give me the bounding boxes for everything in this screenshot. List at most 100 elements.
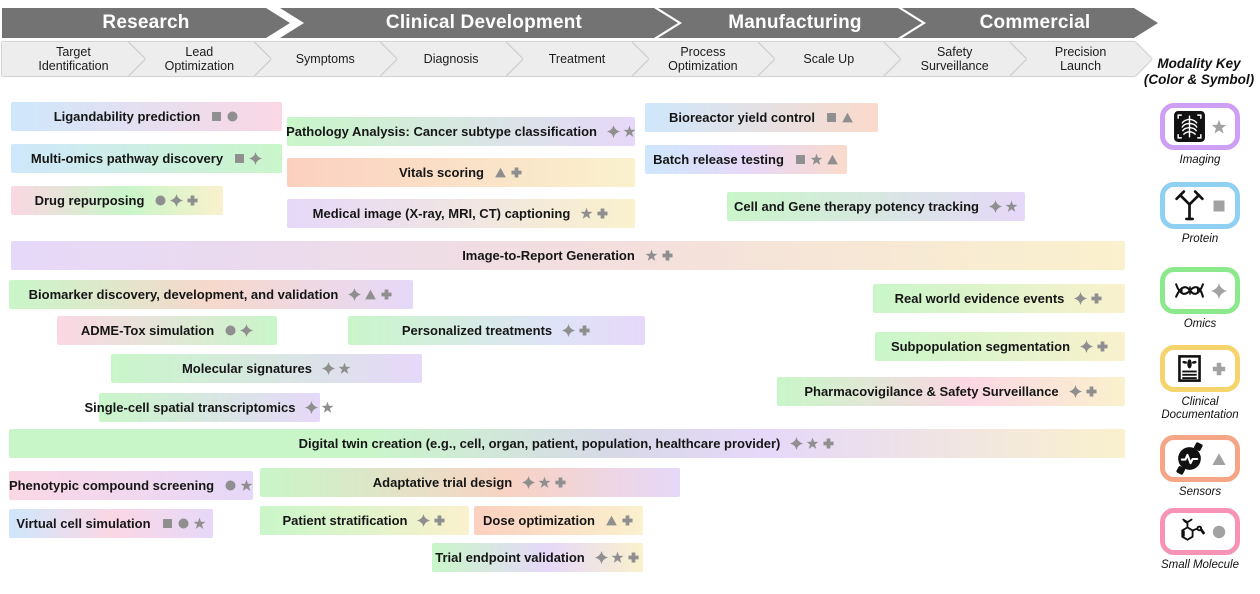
diamond-symbol-icon [249,152,263,165]
task-bar-label: Single-cell spatial transcriptomics [84,400,296,415]
task-bar-symbols [154,194,199,207]
stage-chevron-label: Treatment [548,52,606,66]
modality-key-title-line2: (Color & Symbol) [1143,72,1255,88]
stage-chevron-label: Surveillance [920,59,989,73]
stage-chevron-label: Identification [38,59,109,73]
modality-key-title: Modality Key (Color & Symbol) [1138,56,1260,88]
key-label-clinical-documentation: Clinical Documentation [1161,396,1239,422]
task-bar-symbols [322,362,351,375]
star-symbol-icon [645,249,658,261]
task-bar-label: Medical image (X-ray, MRI, CT) captionin… [312,206,571,221]
task-bar-subpopulation-segmentation: Subpopulation segmentation [875,332,1125,361]
diamond-symbol-icon [417,514,431,527]
triangle-symbol-icon [842,112,853,123]
task-bar-symbols [1068,385,1098,398]
diamond-symbol-icon [522,476,536,489]
task-bar-label: Pharmacovigilance & Safety Surveillance [804,384,1059,399]
task-bar-biomarker-discovery-development-and-vali: Biomarker discovery, development, and va… [9,280,413,309]
diamond-symbol-icon [322,362,336,375]
task-bar-single-cell-spatial-transcriptomics: Single-cell spatial transcriptomics [85,393,334,422]
key-box-imaging [1160,103,1240,150]
task-bar-label: Phenotypic compound screening [8,478,215,493]
stage-chevron-scale-up: Scale Up [757,42,900,76]
task-bar-symbols [606,125,636,138]
stage-chevron-label: Scale Up [803,52,855,66]
modality-key-title-line1: Modality Key [1157,56,1241,71]
diamond-symbol-icon [305,401,319,414]
diamond-symbol-icon [1074,292,1088,305]
task-bar-digital-twin-creation-e-g-cell-organ-pat: Digital twin creation (e.g., cell, organ… [9,429,1125,458]
diamond-symbol-icon [1068,385,1082,398]
stage-chevron-label: Lead [185,45,214,59]
plus-symbol-icon [628,552,639,563]
plus-symbol-icon [555,477,566,488]
task-bar-label: Image-to-Report Generation [462,248,635,263]
task-bar-symbols [790,437,835,450]
key-box-omics [1160,267,1240,314]
task-bar-symbols [161,517,206,530]
square-symbol-icon [795,155,805,164]
task-bar-symbols [1074,292,1103,305]
task-bar-symbols [988,200,1018,213]
key-label-sensors: Sensors [1178,486,1222,498]
task-bar-label: Personalized treatments [401,323,553,338]
task-bar-symbols [224,324,254,337]
task-bar-label: Drug repurposing [34,193,145,208]
key-box-small-molecule [1160,508,1240,555]
key-label-imaging: Imaging [1179,154,1221,166]
antibody-icon [1175,190,1204,221]
task-bar-label: Virtual cell simulation [16,516,151,531]
triangle-symbol-icon [365,289,377,300]
stage-chevron-label: Precision [1054,45,1107,59]
triangle-symbol-icon [1212,452,1226,465]
task-bar-label: Biomarker discovery, development, and va… [28,287,339,302]
plus-symbol-icon [662,250,673,261]
star-symbol-icon [1211,119,1227,134]
task-bar-adaptative-trial-design: Adaptative trial design [260,468,680,497]
star-symbol-icon [623,125,636,137]
plus-symbol-icon [434,515,446,526]
stage-chevron-label: Optimization [164,59,235,73]
star-symbol-icon [240,479,253,491]
task-bar-symbols [605,514,634,527]
diamond-symbol-icon [240,324,254,337]
plus-symbol-icon [597,208,608,219]
task-bar-symbols [1080,340,1109,353]
star-symbol-icon [806,437,819,449]
key-box-sensors [1160,435,1240,482]
task-bar-symbols [794,153,839,166]
task-bar-personalized-treatments: Personalized treatments [348,316,645,345]
task-bar-batch-release-testing: Batch release testing [645,145,847,174]
plus-symbol-icon [511,167,522,178]
task-bar-label: Ligandability prediction [53,109,201,124]
task-bar-label: Pathology Analysis: Cancer subtype class… [286,124,597,139]
square-symbol-icon [162,519,172,528]
phase-arrow-research: Research [2,8,290,38]
stage-chevron-label: Process [680,45,726,59]
task-bar-symbols [494,166,523,179]
circle-symbol-icon [225,325,236,336]
task-bar-image-to-report-generation: Image-to-Report Generation [11,241,1125,270]
task-bar-pharmacovigilance-safety-surveillance: Pharmacovigilance & Safety Surveillance [777,377,1125,406]
task-bar-vitals-scoring: Vitals scoring [287,158,635,187]
task-bar-cell-and-gene-therapy-potency-tracking: Cell and Gene therapy potency tracking [727,192,1025,221]
diamond-symbol-icon [790,437,804,450]
task-bar-pathology-analysis-cancer-subtype-classi: Pathology Analysis: Cancer subtype class… [286,117,636,146]
task-bar-multi-omics-pathway-discovery: Multi-omics pathway discovery [11,144,282,173]
task-bar-label: Batch release testing [653,152,784,167]
molecule-icon [1181,518,1205,541]
watch-icon [1176,442,1203,475]
circle-symbol-icon [1212,525,1226,538]
task-bar-label: Trial endpoint validation [435,550,585,565]
square-symbol-icon [212,112,222,121]
task-bar-symbols [580,207,609,220]
stage-chevron-label: Symptoms [295,52,355,66]
task-bar-bioreactor-yield-control: Bioreactor yield control [645,103,878,132]
